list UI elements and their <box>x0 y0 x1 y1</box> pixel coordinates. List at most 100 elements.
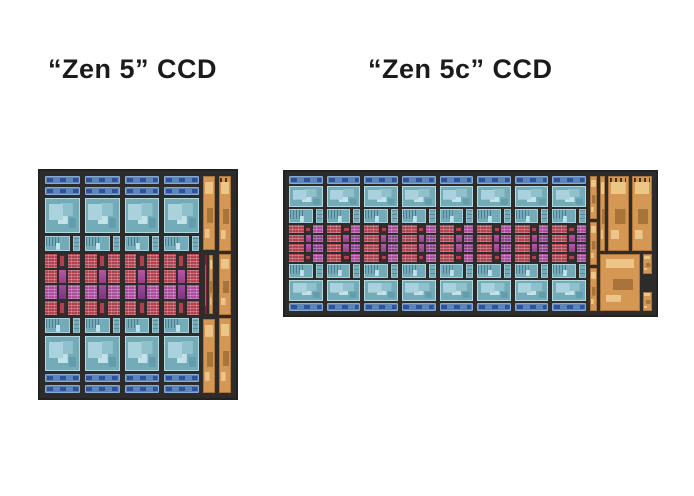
core-block <box>124 198 160 233</box>
cache-bar <box>45 187 80 195</box>
core-block <box>477 279 511 301</box>
core-block <box>84 198 120 233</box>
zen5-die-floorplan <box>38 169 238 400</box>
l2-block <box>552 209 576 224</box>
cache-bar <box>514 302 549 311</box>
l3-tile <box>45 253 57 268</box>
l3-tile <box>305 234 312 243</box>
zen5c-title: “Zen 5c” CCD <box>368 54 553 84</box>
l2-block <box>514 209 539 224</box>
l3-tile <box>418 234 425 243</box>
io-main <box>600 176 652 311</box>
cache-bar <box>326 176 361 184</box>
io-column-outer <box>219 176 231 394</box>
l3-tile <box>388 234 398 243</box>
l3-tile <box>98 253 106 268</box>
io-block <box>203 176 215 250</box>
l2-block <box>326 263 351 278</box>
core-column <box>84 176 120 393</box>
l2-block <box>477 263 501 278</box>
io-strip <box>600 176 605 252</box>
l3-tile <box>493 225 500 233</box>
cache-bar <box>124 176 160 184</box>
l3-tile <box>514 244 530 253</box>
l2-row <box>514 209 549 224</box>
l3-tile <box>477 234 492 243</box>
l3-cache-block <box>45 253 80 316</box>
l3-tile <box>289 225 304 233</box>
l3-tile <box>58 285 66 300</box>
crimson-bar <box>205 254 207 315</box>
io-block <box>590 222 597 265</box>
l2-strip <box>579 209 586 224</box>
l3-cache-block <box>401 225 436 262</box>
l3-tile <box>418 244 425 253</box>
l2-strip <box>466 209 474 224</box>
l3-tile <box>439 244 455 253</box>
io-region <box>590 176 652 311</box>
l3-tile <box>187 269 199 284</box>
cache-bar <box>124 187 160 195</box>
io-block <box>219 254 231 315</box>
cache-bar <box>439 176 474 184</box>
l2-strip <box>428 263 436 278</box>
cache-bar <box>124 384 160 393</box>
l2-strip <box>112 235 120 251</box>
l3-tile <box>463 225 474 233</box>
l3-tile <box>426 254 436 262</box>
l3-tile <box>501 225 511 233</box>
l2-strip <box>390 209 398 224</box>
l3-tile <box>426 234 436 243</box>
cache-bar <box>552 302 586 311</box>
core-column <box>326 176 361 311</box>
cache-bar <box>552 176 586 184</box>
l2-row <box>326 209 361 224</box>
l2-block <box>84 318 110 334</box>
l3-tile <box>289 254 304 262</box>
l3-tile <box>538 244 549 253</box>
io-block <box>219 317 231 394</box>
core-column <box>364 176 398 311</box>
l2-block <box>326 209 351 224</box>
l3-cache-block <box>552 225 586 262</box>
l3-tile <box>576 254 586 262</box>
cache-bar <box>84 187 120 195</box>
l2-row <box>401 263 436 278</box>
l3-tile <box>456 244 462 253</box>
io-top-section <box>600 176 652 252</box>
l2-row <box>164 318 199 334</box>
core-block <box>45 336 80 371</box>
l3-tile <box>401 254 417 262</box>
l3-tile <box>187 285 199 300</box>
cache-bar <box>164 384 199 393</box>
l3-tile <box>576 244 586 253</box>
l3-tile <box>305 225 312 233</box>
l3-tile <box>138 253 146 268</box>
l3-tile <box>178 253 186 268</box>
io-block <box>203 319 215 393</box>
l3-tile <box>463 244 474 253</box>
l3-tile <box>463 234 474 243</box>
cache-bar <box>45 384 80 393</box>
core-block <box>552 279 586 301</box>
l3-cache-block <box>84 253 120 316</box>
l3-tile <box>477 225 492 233</box>
l3-cache-block <box>439 225 474 262</box>
l3-tile <box>418 225 425 233</box>
l3-tile <box>538 234 549 243</box>
l2-row <box>124 318 160 334</box>
l3-tile <box>164 285 177 300</box>
core-column <box>124 176 160 393</box>
l3-tile <box>289 244 304 253</box>
io-edge-strip <box>590 176 597 311</box>
l3-tile <box>477 244 492 253</box>
zen5c-core-area <box>289 176 586 311</box>
l2-block <box>84 235 110 251</box>
io-bottom-section <box>600 254 652 311</box>
l2-row <box>326 263 361 278</box>
core-block <box>552 186 586 208</box>
io-tab-gap <box>643 277 652 289</box>
l3-tile <box>426 225 436 233</box>
l3-tile <box>531 225 537 233</box>
cache-bar <box>477 302 511 311</box>
